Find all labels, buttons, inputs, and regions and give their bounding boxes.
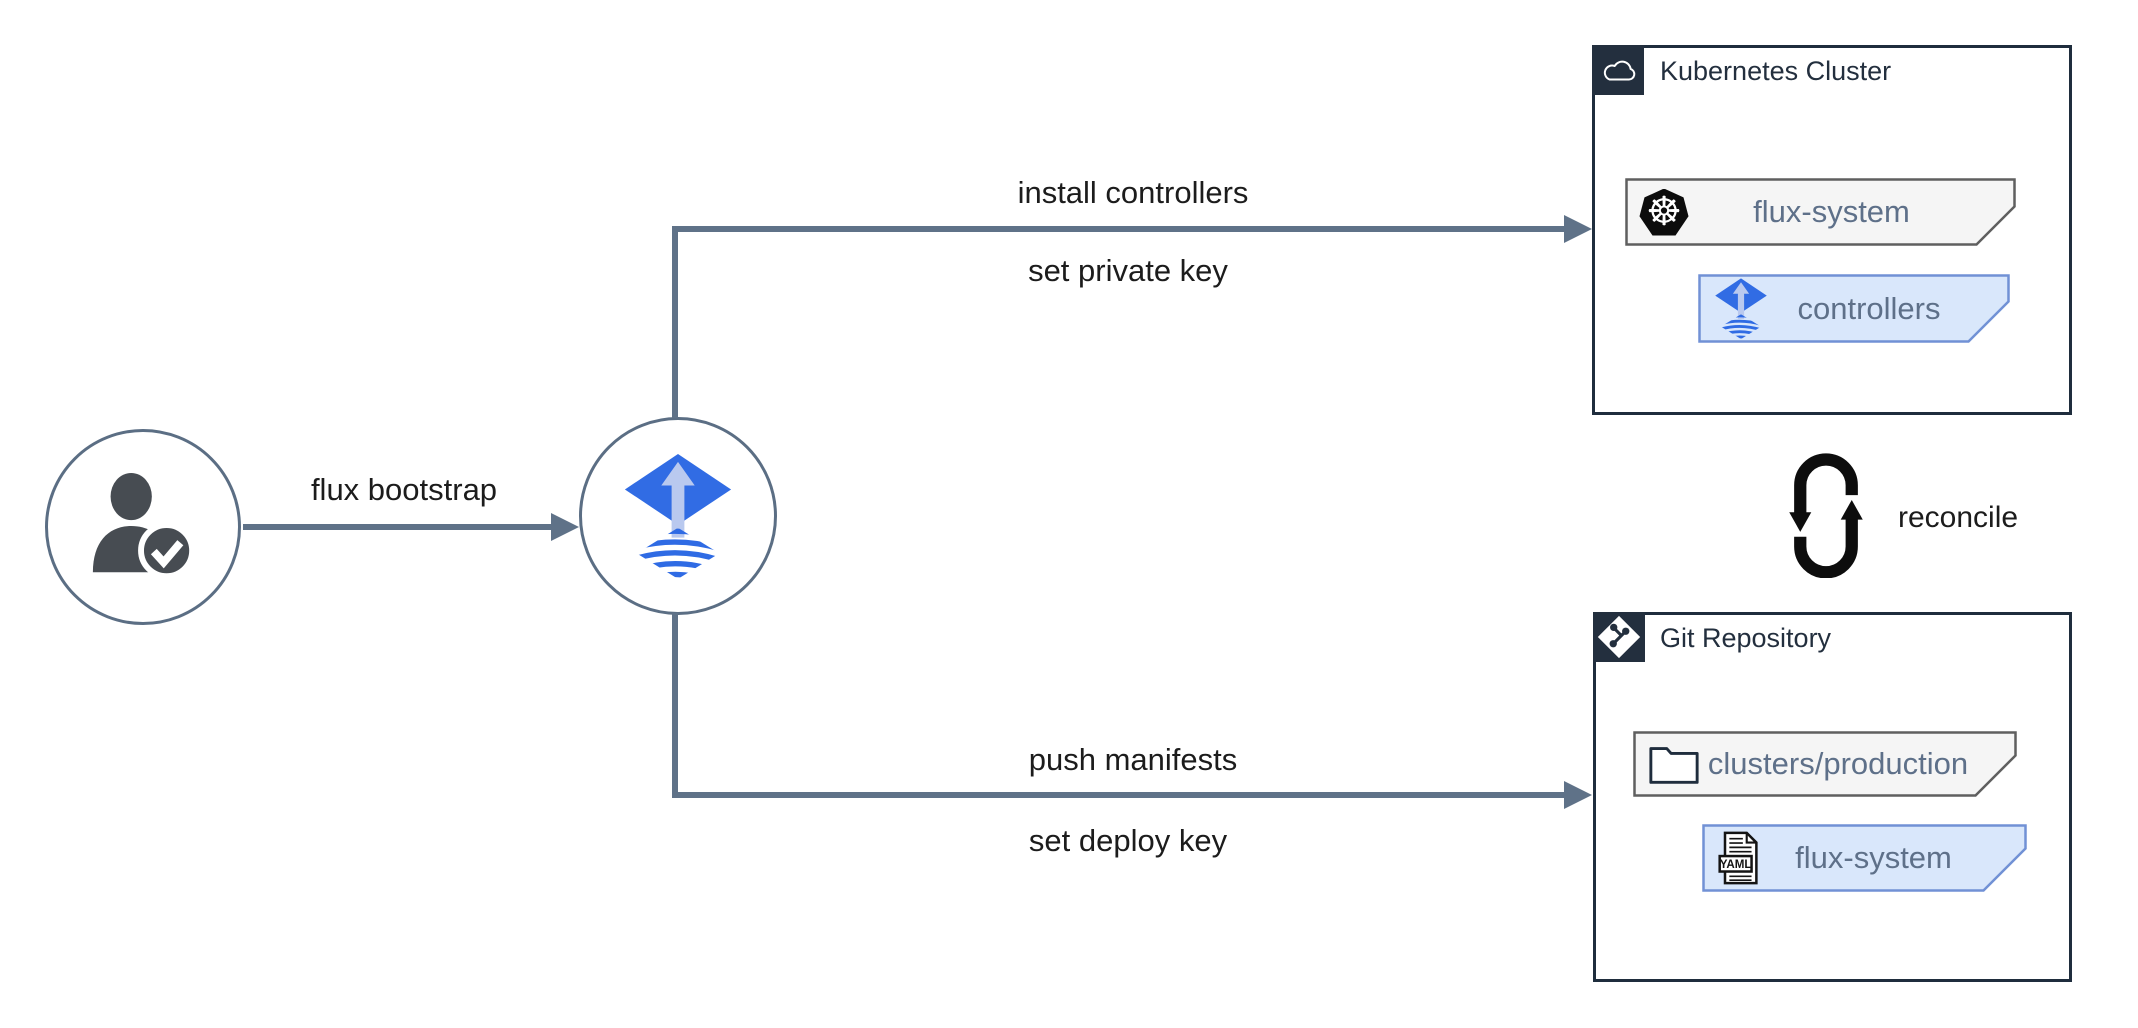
banner-label: flux-system <box>1753 194 1910 229</box>
edge-label-reconcile: reconcile <box>1898 501 2019 534</box>
kubernetes-cluster-title: Kubernetes Cluster <box>1660 56 1892 86</box>
banner-label: clusters/production <box>1707 746 1969 781</box>
git-repository-title: Git Repository <box>1660 623 1832 653</box>
banner-label: flux-system <box>1795 840 1952 875</box>
user-check-icon <box>92 472 196 580</box>
kubernetes-icon: ☸ <box>1639 188 1689 236</box>
edge-label-flux-bootstrap: flux bootstrap <box>310 472 498 507</box>
cloud-icon <box>1603 60 1636 81</box>
edge-label-push-manifests: push manifests <box>1028 742 1238 777</box>
banner-controllers: controllers <box>1698 274 2010 343</box>
edge-install-arrowhead <box>1564 215 1592 243</box>
edge-install-vertical-line <box>672 229 678 418</box>
flux-cli-node <box>579 417 777 615</box>
edge-bootstrap-line <box>243 524 555 530</box>
reconcile-sync-icon <box>1789 453 1863 578</box>
edge-push-horizontal-line <box>672 792 1568 798</box>
flux-icon <box>1712 277 1770 340</box>
edge-install-horizontal-line <box>672 226 1568 232</box>
edge-push-vertical-line <box>672 613 678 796</box>
git-repository-box <box>1593 612 2072 982</box>
edge-label-set-private-key: set private key <box>1028 253 1228 288</box>
edge-bootstrap-arrowhead <box>551 513 579 541</box>
edge-label-set-deploy-key: set deploy key <box>1028 823 1228 858</box>
git-repository-header-square <box>1593 612 1645 662</box>
banner-shape <box>1625 178 2016 246</box>
edge-push-arrowhead <box>1564 781 1592 809</box>
banner-label: controllers <box>1797 290 1941 326</box>
yaml-badge-text: YAML <box>1720 859 1752 871</box>
edge-label-install-controllers: install controllers <box>1017 175 1249 210</box>
user-node <box>45 429 241 625</box>
banner-clusters-production: clusters/production <box>1633 731 2017 797</box>
git-icon <box>1597 615 1641 659</box>
banner-shape <box>1702 824 2027 892</box>
yaml-file-icon: YAML <box>1716 830 1762 886</box>
flux-icon <box>624 454 732 579</box>
banner-flux-system-namespace: ☸ flux-system <box>1625 178 2016 246</box>
kubernetes-cluster-header-square <box>1592 45 1644 95</box>
banner-flux-system-manifests: YAML flux-system <box>1702 824 2027 892</box>
banner-shape <box>1698 274 2010 343</box>
folder-icon <box>1647 742 1701 787</box>
banner-shape <box>1633 731 2017 797</box>
